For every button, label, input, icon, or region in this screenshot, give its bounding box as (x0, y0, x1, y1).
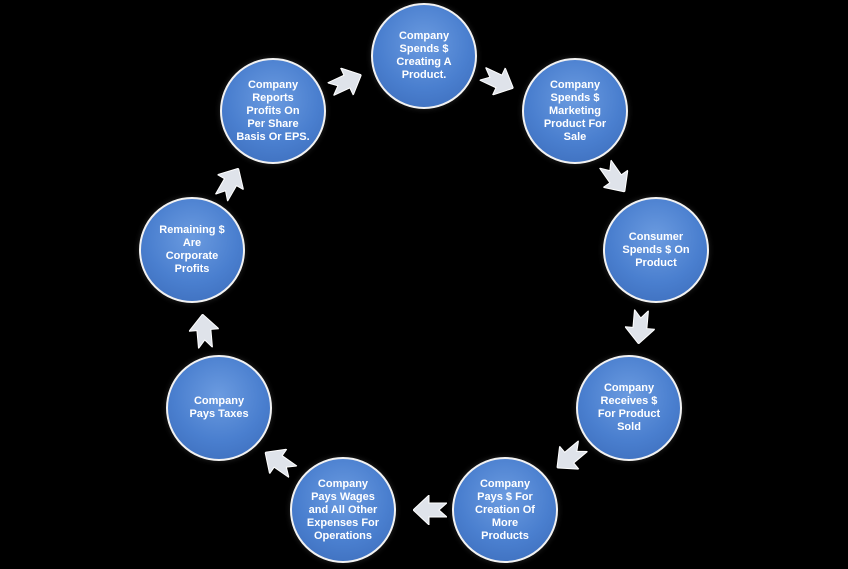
node-label: Company Pays $ For Creation Of More Prod… (475, 477, 535, 542)
chevron-arrow-icon (187, 313, 221, 350)
node-company-receives: Company Receives $ For Product Sold (576, 355, 682, 461)
node-label: Consumer Spends $ On Product (622, 230, 690, 269)
node-more-products: Company Pays $ For Creation Of More Prod… (452, 457, 558, 563)
node-consumer-spends: Consumer Spends $ On Product (603, 197, 709, 303)
node-label: Company Reports Profits On Per Share Bas… (236, 78, 310, 143)
node-label: Company Receives $ For Product Sold (597, 382, 661, 433)
node-label: Remaining $ Are Corporate Profits (159, 224, 225, 275)
node-creating-product: Company Spends $ Creating A Product. (371, 3, 477, 109)
node-label: Company Spends $ Creating A Product. (396, 30, 452, 81)
chevron-arrow-icon (413, 495, 447, 525)
chevron-arrow-icon (256, 440, 301, 484)
node-reports-eps: Company Reports Profits On Per Share Bas… (220, 58, 326, 164)
node-label: Company Spends $ Marketing Product For S… (543, 78, 607, 143)
chevron-arrow-icon (324, 61, 367, 103)
node-marketing-product: Company Spends $ Marketing Product For S… (522, 58, 628, 164)
node-label: Company Pays Wages and All Other Expense… (306, 477, 380, 542)
node-corporate-profits: Remaining $ Are Corporate Profits (139, 197, 245, 303)
chevron-arrow-icon (623, 308, 657, 345)
node-pays-taxes: Company Pays Taxes (166, 355, 272, 461)
chevron-arrow-icon (476, 60, 519, 102)
node-label: Company Pays Taxes (189, 395, 249, 420)
chevron-arrow-icon (209, 161, 252, 205)
node-wages-expenses: Company Pays Wages and All Other Expense… (290, 457, 396, 563)
chevron-arrow-icon (547, 435, 592, 480)
chevron-arrow-icon (593, 155, 637, 200)
